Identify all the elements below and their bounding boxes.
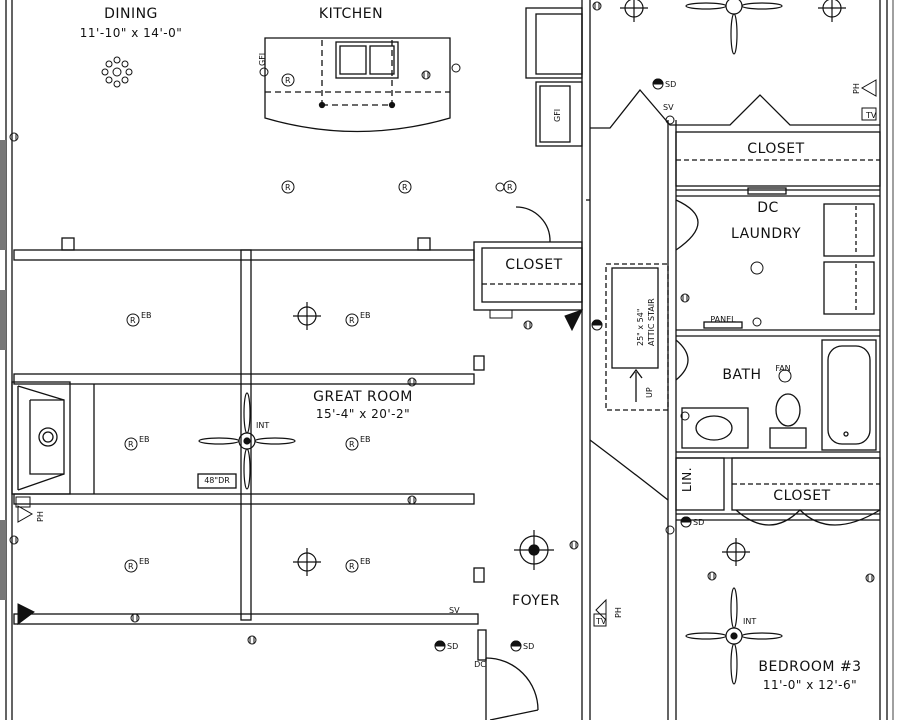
bath-fan-label: FAN (775, 364, 791, 373)
room-name-bedroom-closet: CLOSET (773, 488, 831, 504)
fan-int-label-great-room: INT (256, 421, 270, 430)
sd-tag-3: SD (447, 642, 459, 651)
ceiling-fans (198, 0, 783, 685)
ph-tag-1: PH (852, 83, 861, 94)
r-tag-8: R (349, 440, 355, 449)
room-name-laundry-closet: CLOSET (747, 141, 805, 157)
outlets (9, 1, 875, 645)
fan-int-label-bedroom: INT (743, 617, 757, 626)
panel-label: PANEL (710, 315, 736, 324)
crosshair-lights (293, 0, 846, 576)
ph-tag-2: PH (36, 511, 45, 522)
eb-tag-4: EB (360, 435, 371, 444)
attic-up-label: UP (645, 387, 654, 398)
eb-tag-1: EB (141, 311, 152, 320)
r-tag-4: R (507, 183, 513, 192)
r-tag-10: R (349, 562, 355, 571)
room-name-great-room: GREAT ROOM (313, 389, 413, 405)
fireplace (11, 381, 95, 495)
dr-width-box (197, 473, 237, 489)
great-room-beams (13, 249, 479, 625)
room-name-bath: BATH (722, 367, 762, 383)
attic-stair-size: 25" x 54" (636, 308, 645, 346)
foyer-dc-label: DC (474, 660, 486, 669)
room-dims-bedroom3: 11'-0" x 12'-6" (762, 678, 858, 692)
r-tag-1: R (285, 76, 291, 85)
gfi-tag-island: GFI (258, 52, 267, 66)
recessed-lights (124, 73, 792, 573)
attic-stair-label: ATTIC STAIR (647, 298, 656, 346)
gfi-tag-counter: GFI (553, 108, 562, 122)
ph-tag-3: PH (614, 607, 623, 618)
sv-tag-2: SV (449, 606, 460, 615)
sd-tag-4: SD (523, 642, 535, 651)
room-name-dining: DINING (104, 6, 158, 22)
room-name-laundry: LAUNDRY (730, 226, 802, 242)
eb-tag-5: EB (139, 557, 150, 566)
kitchen-counters (525, 0, 591, 160)
sd-tag-2: SD (693, 518, 705, 527)
r-tag-2: R (285, 183, 291, 192)
room-name-foyer: FOYER (512, 593, 560, 609)
eb-tag-6: EB (360, 557, 371, 566)
r-tag-7: R (128, 440, 134, 449)
room-name-kitchen: KITCHEN (318, 6, 384, 22)
r-tag-3: R (402, 183, 408, 192)
r-tag-5: R (130, 316, 136, 325)
r-tag-9: R (128, 562, 134, 571)
dr-width-label: 48"DR (204, 476, 230, 485)
sd-tag-1: SD (665, 80, 677, 89)
r-tag-6: R (349, 316, 355, 325)
tv-tag-1: TV (866, 111, 877, 120)
attic-stair (605, 263, 669, 411)
laundry-dc-tag: DC (757, 200, 779, 216)
foyer-light (514, 530, 554, 570)
room-name-bedroom3: BEDROOM #3 (758, 659, 862, 675)
room-name-hall-closet: CLOSET (505, 257, 563, 273)
eb-tag-3: EB (139, 435, 150, 444)
phone-tv-jacks (15, 79, 877, 627)
kitchen-island (264, 37, 451, 133)
sv-tag-1: SV (663, 103, 674, 112)
room-dims-great-room: 15'-4" x 20'-2" (315, 407, 411, 421)
hall-closet (473, 206, 583, 311)
eb-tag-2: EB (360, 311, 371, 320)
tv-tag-3: TV (596, 617, 607, 626)
room-name-linen: LIN. (680, 466, 694, 492)
smoke-detectors (434, 78, 692, 652)
room-dims-dining: 11'-10" x 14'-0" (79, 26, 183, 40)
chandelier-dining (101, 56, 133, 88)
